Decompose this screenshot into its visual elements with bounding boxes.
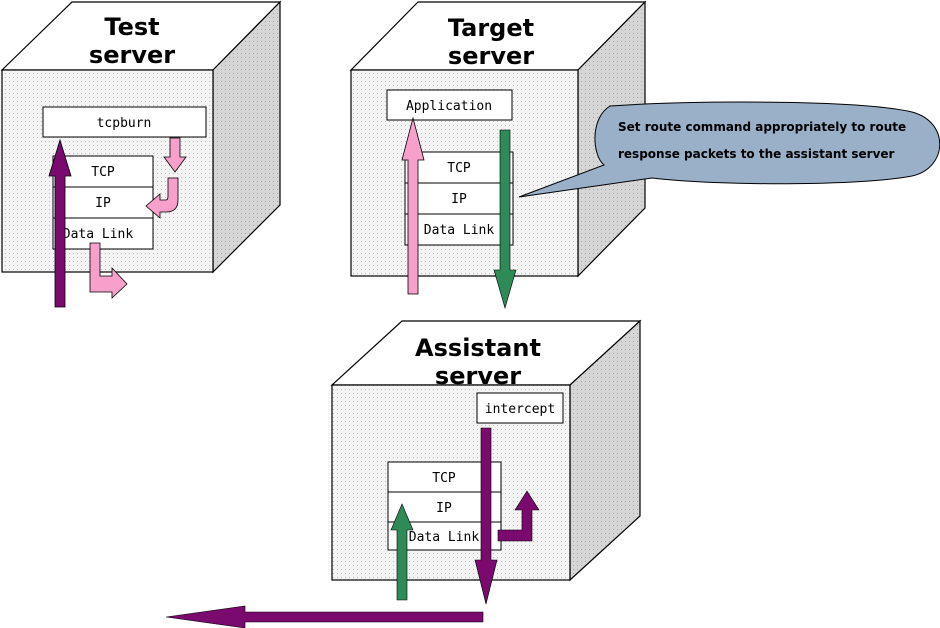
callout-bubble (518, 101, 940, 198)
pink-datalink-exit-arrow (89, 242, 128, 299)
test-tcp-label: TCP (91, 165, 115, 180)
tcpburn-label: tcpburn (97, 116, 152, 131)
test-ip-label: IP (95, 196, 111, 211)
pink-curve-arrow-ip (145, 177, 179, 219)
intercept-label: intercept (485, 402, 555, 417)
target-pink-up-arrow (401, 116, 425, 295)
assistant-ip-label: IP (436, 501, 452, 516)
route-callout: Set route command appropriately to route… (518, 101, 940, 198)
tcpburn-down-arrow (163, 137, 187, 173)
assistant-purple-bend-arrow (497, 490, 540, 542)
target-ip-layer (404, 182, 514, 215)
application-box (386, 89, 513, 121)
target-server-title-line1: Target (448, 14, 534, 42)
assistant-server-title-line2: server (435, 362, 521, 390)
target-server-title-line2: server (448, 42, 534, 70)
test-datalink-label: Data Link (63, 227, 134, 242)
target-tcp-layer (404, 151, 514, 184)
assistant-server-title-line1: Assistant (415, 334, 541, 362)
test-datalink-layer (52, 217, 154, 250)
intercept-box (476, 392, 564, 424)
target-datalink-layer (404, 213, 514, 246)
tcpburn-box (42, 106, 207, 138)
application-label: Application (406, 99, 492, 114)
assistant-green-up-arrow (390, 503, 414, 601)
target-server: Target server Application TCP IP Data Li… (349, 0, 647, 278)
target-green-down-arrow (493, 129, 517, 310)
assistant-datalink-label: Data Link (409, 530, 480, 545)
target-datalink-label: Data Link (424, 223, 495, 238)
callout-text-line2: response packets to the assistant server (618, 147, 895, 161)
intercept-purple-down-arrow (474, 427, 498, 605)
test-server: Test server tcpburn TCP IP Data Link (0, 0, 282, 274)
test-server-title-line2: server (89, 41, 175, 69)
bottom-purple-left-arrow (165, 605, 484, 628)
callout-text-line1: Set route command appropriately to route (618, 120, 906, 134)
assistant-tcp-label: TCP (432, 471, 456, 486)
test-purple-up-arrow (48, 138, 72, 308)
target-ip-label: IP (451, 192, 467, 207)
target-tcp-label: TCP (447, 161, 471, 176)
test-server-title-line1: Test (104, 13, 159, 41)
